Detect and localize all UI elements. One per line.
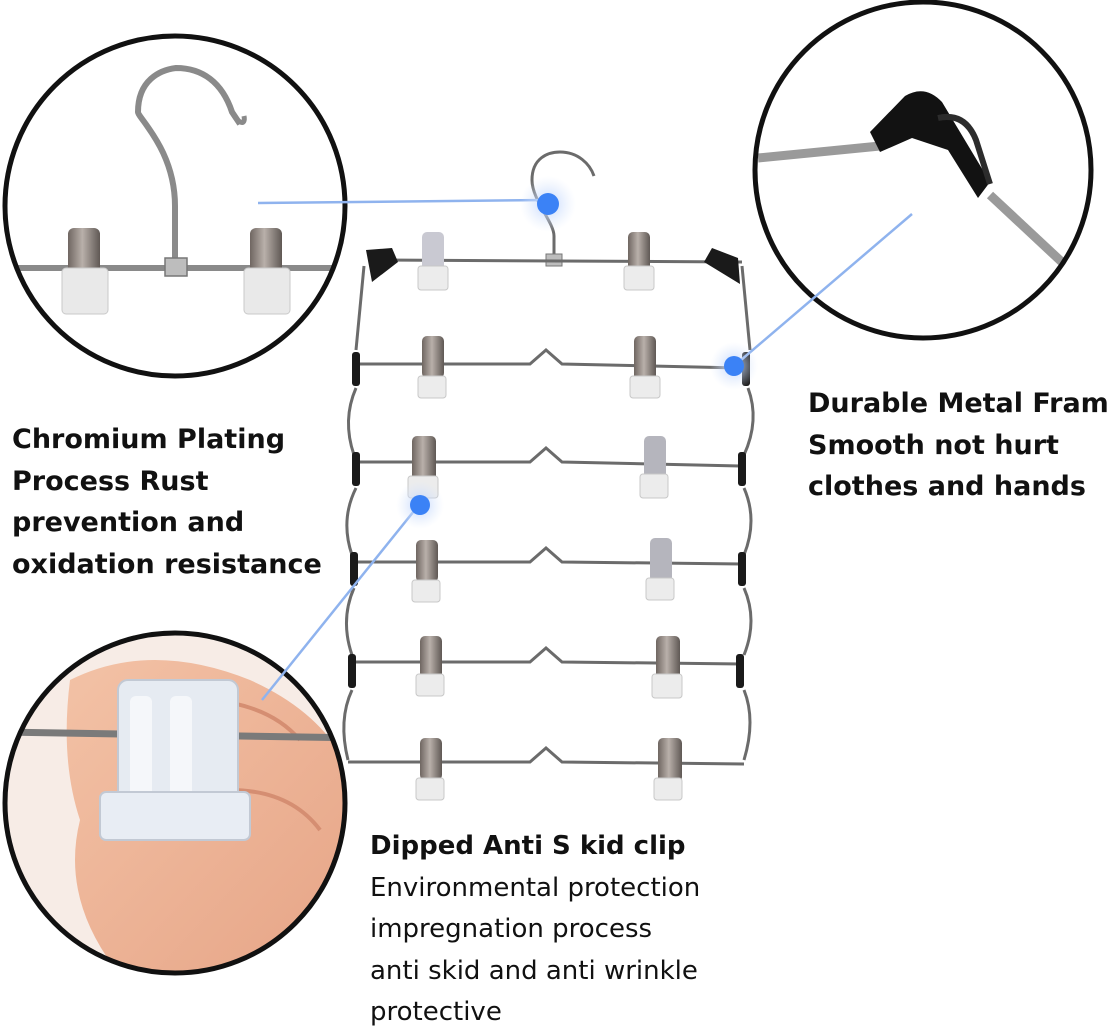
caption-title: Dipped Anti S kid clip: [370, 831, 686, 861]
caption-line: Chromium Plating: [12, 424, 286, 455]
caption-line: impregnation process: [370, 914, 653, 944]
caption-line: clothes and hands: [808, 471, 1086, 502]
caption-metal-frame: Durable Metal Frame Smooth not hurt clot…: [808, 383, 1109, 508]
hanger-clips-right: [623, 232, 683, 801]
tiered-hanger: [342, 150, 755, 801]
caption-line: Process Rust: [12, 465, 209, 497]
callout-dot-hook: [537, 193, 559, 215]
callout-clip: [261, 481, 444, 701]
zoom-circle-frame: [752, 0, 1094, 341]
callout-hook: [257, 176, 576, 232]
caption-line: prevention and: [12, 507, 245, 538]
caption-line: oxidation resistance: [12, 548, 322, 580]
hanger-tier-3: [345, 446, 753, 556]
caption-line: anti skid and anti wrinkle: [370, 955, 698, 986]
callout-frame: [710, 213, 913, 390]
zoom-circle-clip: [2, 630, 348, 976]
hanger-tier-2: [346, 348, 755, 456]
hanger-tier-4: [344, 546, 753, 656]
callout-dot-clip: [410, 495, 430, 515]
callout-dot-frame: [724, 356, 744, 376]
hanger-tier-6: [348, 746, 745, 766]
hanger-clips-left: [407, 232, 449, 801]
caption-line: Environmental protection: [370, 872, 701, 903]
caption-line: protective: [370, 997, 502, 1027]
hanger-tier-5: [342, 646, 752, 761]
caption-line: Smooth not hurt: [808, 429, 1059, 461]
zoom-circle-hook: [2, 33, 348, 379]
caption-anti-skid-clip: Dipped Anti S kid clip Environmental pro…: [370, 826, 700, 1031]
caption-line: Durable Metal Frame: [808, 388, 1109, 419]
caption-chromium-plating: Chromium Plating Process Rust prevention…: [12, 419, 322, 585]
